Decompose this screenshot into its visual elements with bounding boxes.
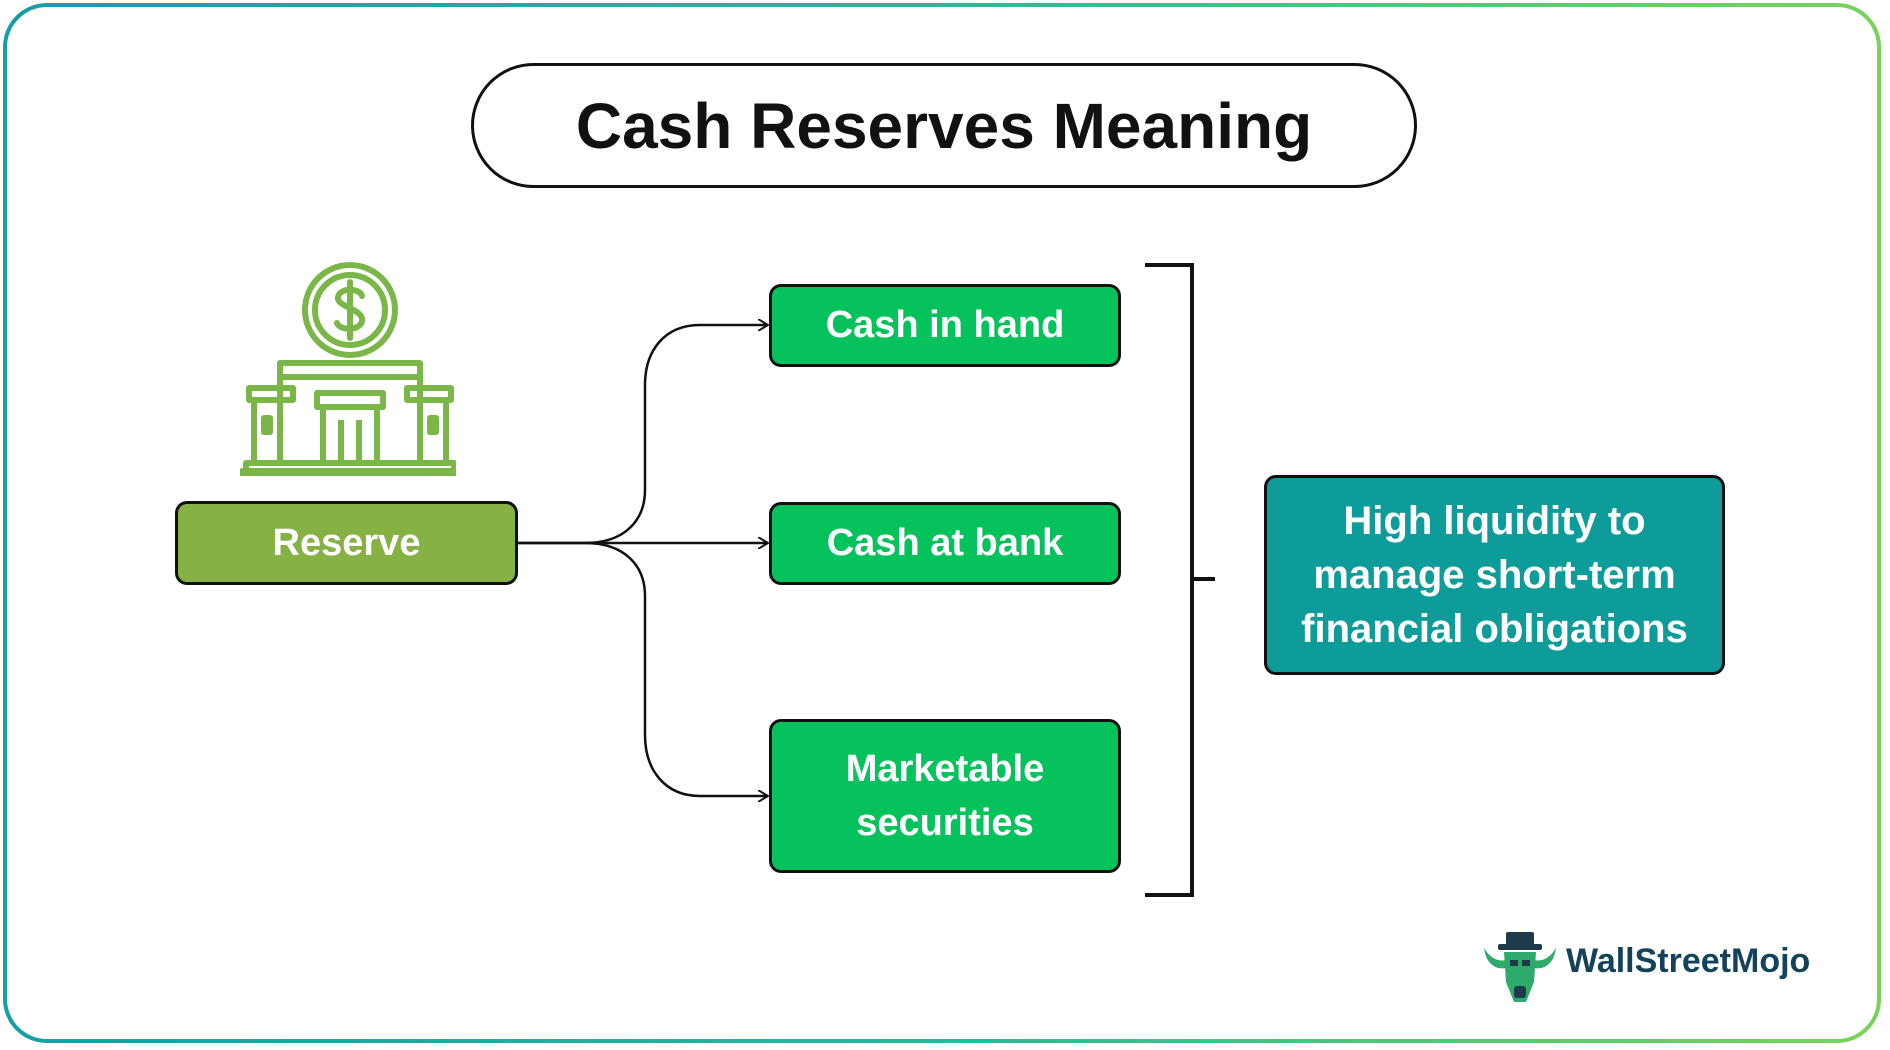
reserve-node: Reserve (175, 501, 518, 585)
connector-to-cash-in-hand (518, 325, 768, 545)
component-marketable-securities: Marketable securities (769, 719, 1121, 873)
component-cash-in-hand: Cash in hand (769, 284, 1121, 367)
wallstreetmojo-bull-logo-icon (1484, 932, 1556, 1002)
brand-name: WallStreetMojo (1566, 942, 1811, 980)
page-title: Cash Reserves Meaning (471, 63, 1417, 188)
grouping-bracket (1145, 263, 1215, 897)
component-cash-at-bank: Cash at bank (769, 502, 1121, 585)
result-high-liquidity: High liquidity to manage short-term fina… (1264, 475, 1725, 675)
bank-building-dollar-icon (240, 262, 456, 476)
connector-to-marketable-securities (584, 541, 768, 796)
